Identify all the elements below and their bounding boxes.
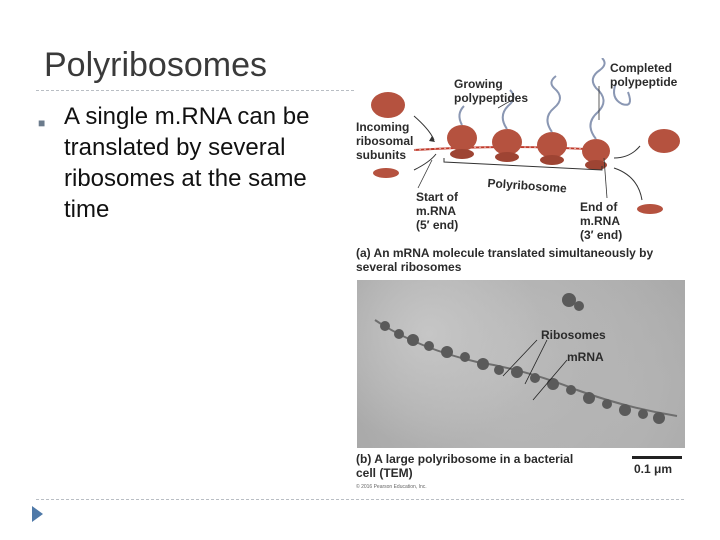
caption-a: (a) An mRNA molecule translated simultan… xyxy=(356,246,654,274)
footer-divider xyxy=(36,499,684,500)
label-completed-polypeptide: Completed polypeptide xyxy=(610,61,678,89)
scale-bar xyxy=(632,456,682,459)
incoming-large-subunit xyxy=(371,92,405,118)
incoming-arrow xyxy=(413,115,435,141)
polypeptide-2 xyxy=(501,89,515,130)
polypeptide-4 xyxy=(589,58,606,140)
label-mrna: mRNA xyxy=(567,350,604,364)
label-incoming-subunits: Incoming ribosomal subunits xyxy=(356,120,414,162)
label-ribosomes: Ribosomes xyxy=(541,328,606,342)
next-slide-arrow-icon[interactable] xyxy=(32,506,43,522)
polypeptide-3 xyxy=(546,75,561,133)
polyribosome-figure: Growing polypeptides Completed polypepti… xyxy=(352,58,700,498)
tem-ribosome-cluster xyxy=(380,293,665,424)
tem-micrograph: Ribosomes mRNA xyxy=(357,280,685,448)
released-large-subunit xyxy=(648,129,680,153)
tem-mrna-strand xyxy=(374,319,678,417)
scale-bar-label: 0.1 μm xyxy=(634,462,673,476)
label-growing-polypeptides: Growing polypeptides xyxy=(454,77,529,105)
bullet-text: A single m.RNA can be translated by seve… xyxy=(64,103,310,223)
label-end-of-mrna: End of m.RNA (3′ end) xyxy=(580,200,623,242)
completed-polypeptide xyxy=(613,82,631,106)
caption-b: (b) A large polyribosome in a bacterial … xyxy=(356,452,574,480)
label-start-of-mrna: Start of m.RNA (5′ end) xyxy=(416,190,459,232)
ribosome-1 xyxy=(447,125,477,159)
polyribosome-diagram xyxy=(371,58,680,214)
bullet-marker-icon: ■ xyxy=(38,116,46,130)
ribosome-3 xyxy=(537,132,567,165)
title-divider xyxy=(36,90,354,91)
incoming-small-subunit xyxy=(373,168,399,178)
polyribosome-bracket xyxy=(443,158,603,171)
slide-title: Polyribosomes xyxy=(44,46,267,84)
ribosome-4 xyxy=(582,139,610,170)
released-small-subunit xyxy=(637,204,663,214)
polypeptide-1 xyxy=(458,105,465,126)
copyright-notice: © 2016 Pearson Education, Inc. xyxy=(356,484,427,490)
ribosome-2 xyxy=(492,129,522,162)
